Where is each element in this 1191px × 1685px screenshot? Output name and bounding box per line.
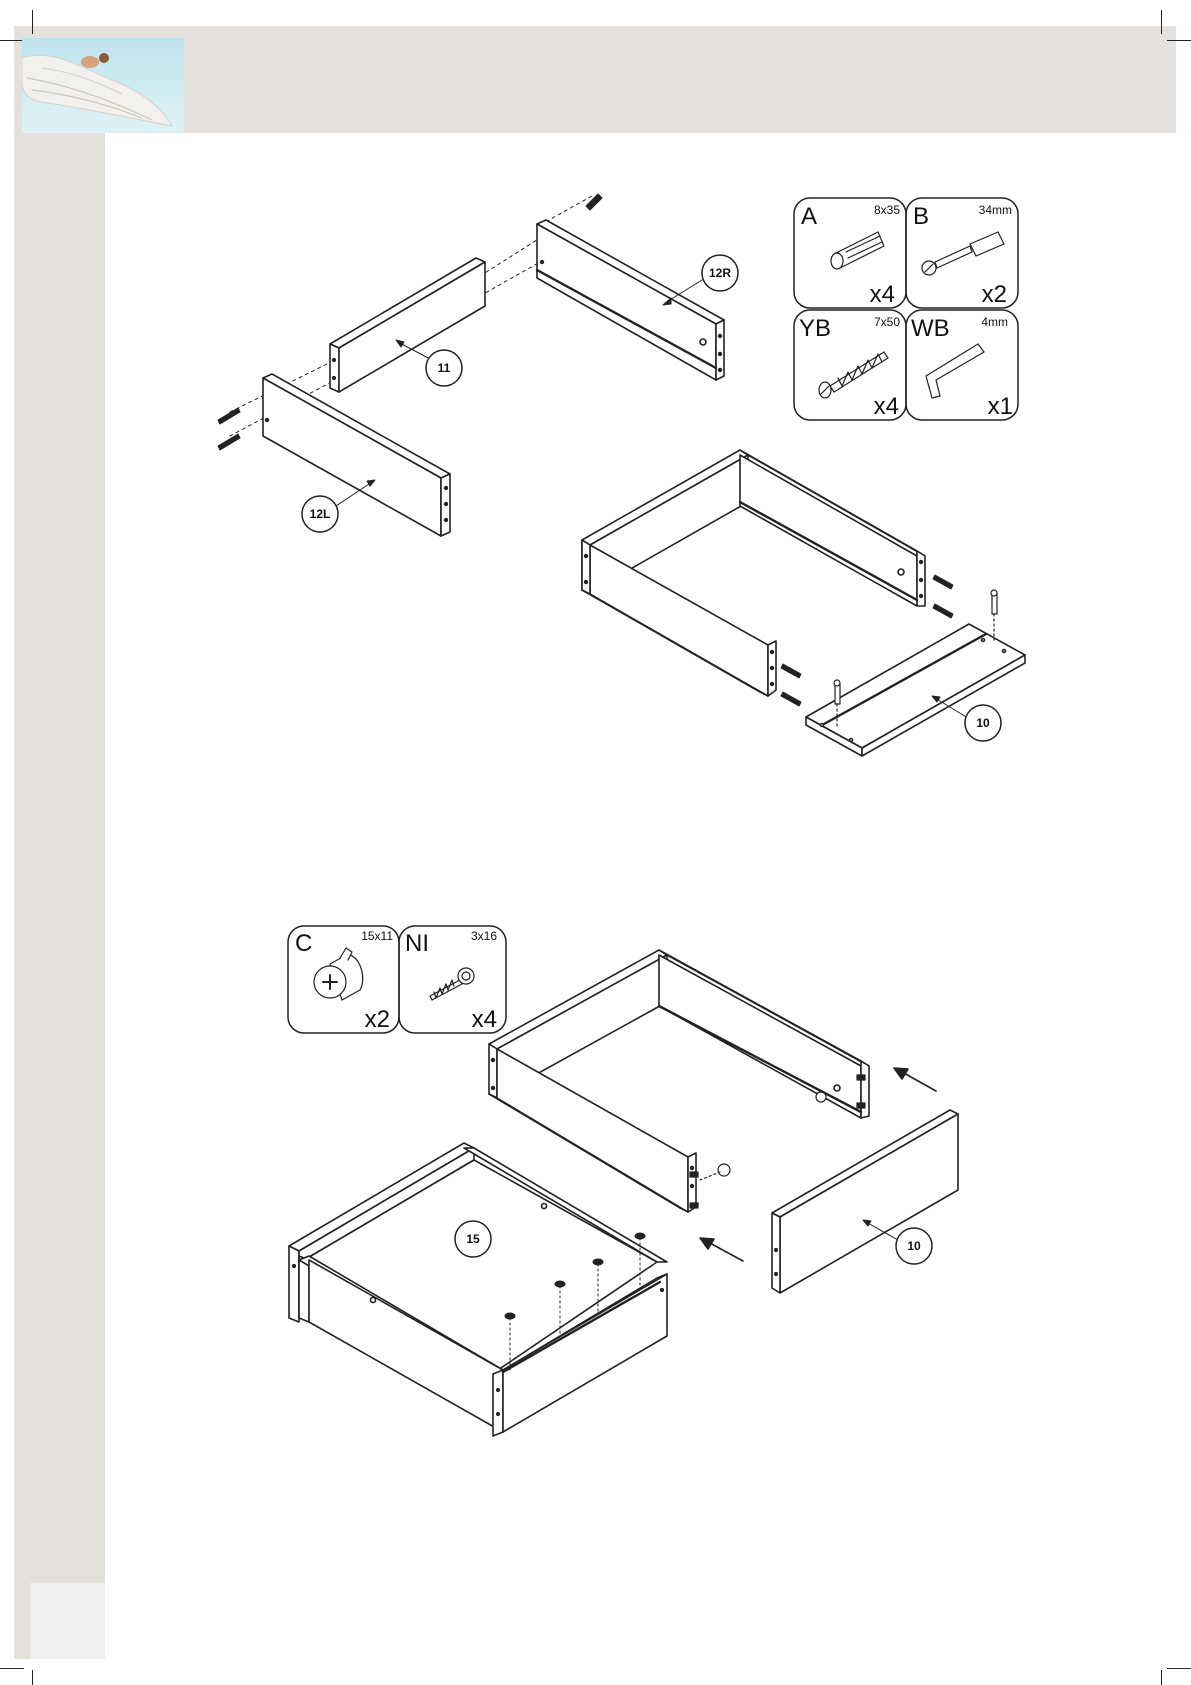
hardware-qty-c: x2 (365, 1006, 390, 1033)
hardware-code-b: B (913, 203, 929, 230)
hardware-qty-a: x4 (870, 281, 895, 308)
panel-12l (263, 374, 450, 536)
hardware-qty-ni: x4 (472, 1006, 497, 1033)
hardware-box-a: A 8x35 x4 (794, 198, 906, 308)
confirmat-screw-icon (819, 352, 888, 398)
hardware-box-b: B 34mm x2 (906, 198, 1018, 308)
hardware-size-wb: 4mm (981, 315, 1008, 329)
allen-key-icon (926, 344, 984, 398)
drawer-frame-without-front (489, 950, 869, 1212)
hardware-size-ni: 3x16 (471, 929, 497, 943)
callout-12l: 12L (310, 507, 331, 521)
hardware-box-yb: YB 7x50 x4 (794, 310, 906, 420)
hardware-size-c: 15x11 (361, 929, 393, 943)
hardware-qty-wb: x1 (988, 393, 1013, 420)
hardware-code-a: A (801, 203, 817, 230)
hardware-box-wb: WB 4mm x1 (906, 310, 1018, 420)
hardware-box-c: C 15x11 x2 (288, 926, 399, 1033)
cam-bolt-icon (922, 232, 1004, 275)
assembled-drawer (289, 1143, 667, 1436)
hardware-qty-b: x2 (982, 281, 1007, 308)
callout-15: 15 (466, 1232, 480, 1246)
wood-screw-icon (430, 968, 474, 1000)
callout-12r: 12R (709, 266, 731, 280)
cam-lock-icon (314, 948, 363, 1000)
callout-10-front: 10 (907, 1239, 921, 1253)
hardware-size-a: 8x35 (874, 203, 900, 217)
drawer-frame-assembled (582, 450, 925, 696)
panel-12r (537, 220, 724, 380)
wooden-dowel-icon (831, 232, 884, 269)
hardware-box-ni: NI 3x16 x4 (399, 926, 506, 1033)
hardware-code-wb: WB (911, 315, 950, 342)
hardware-size-b: 34mm (979, 203, 1012, 217)
hardware-size-yb: 7x50 (874, 315, 900, 329)
hardware-code-c: C (295, 930, 312, 957)
front-panel-10 (772, 1110, 958, 1293)
hardware-code-ni: NI (405, 930, 429, 957)
callout-10: 10 (976, 716, 990, 730)
hardware-qty-yb: x4 (874, 393, 899, 420)
hardware-code-yb: YB (799, 315, 831, 342)
callout-11: 11 (438, 361, 451, 375)
